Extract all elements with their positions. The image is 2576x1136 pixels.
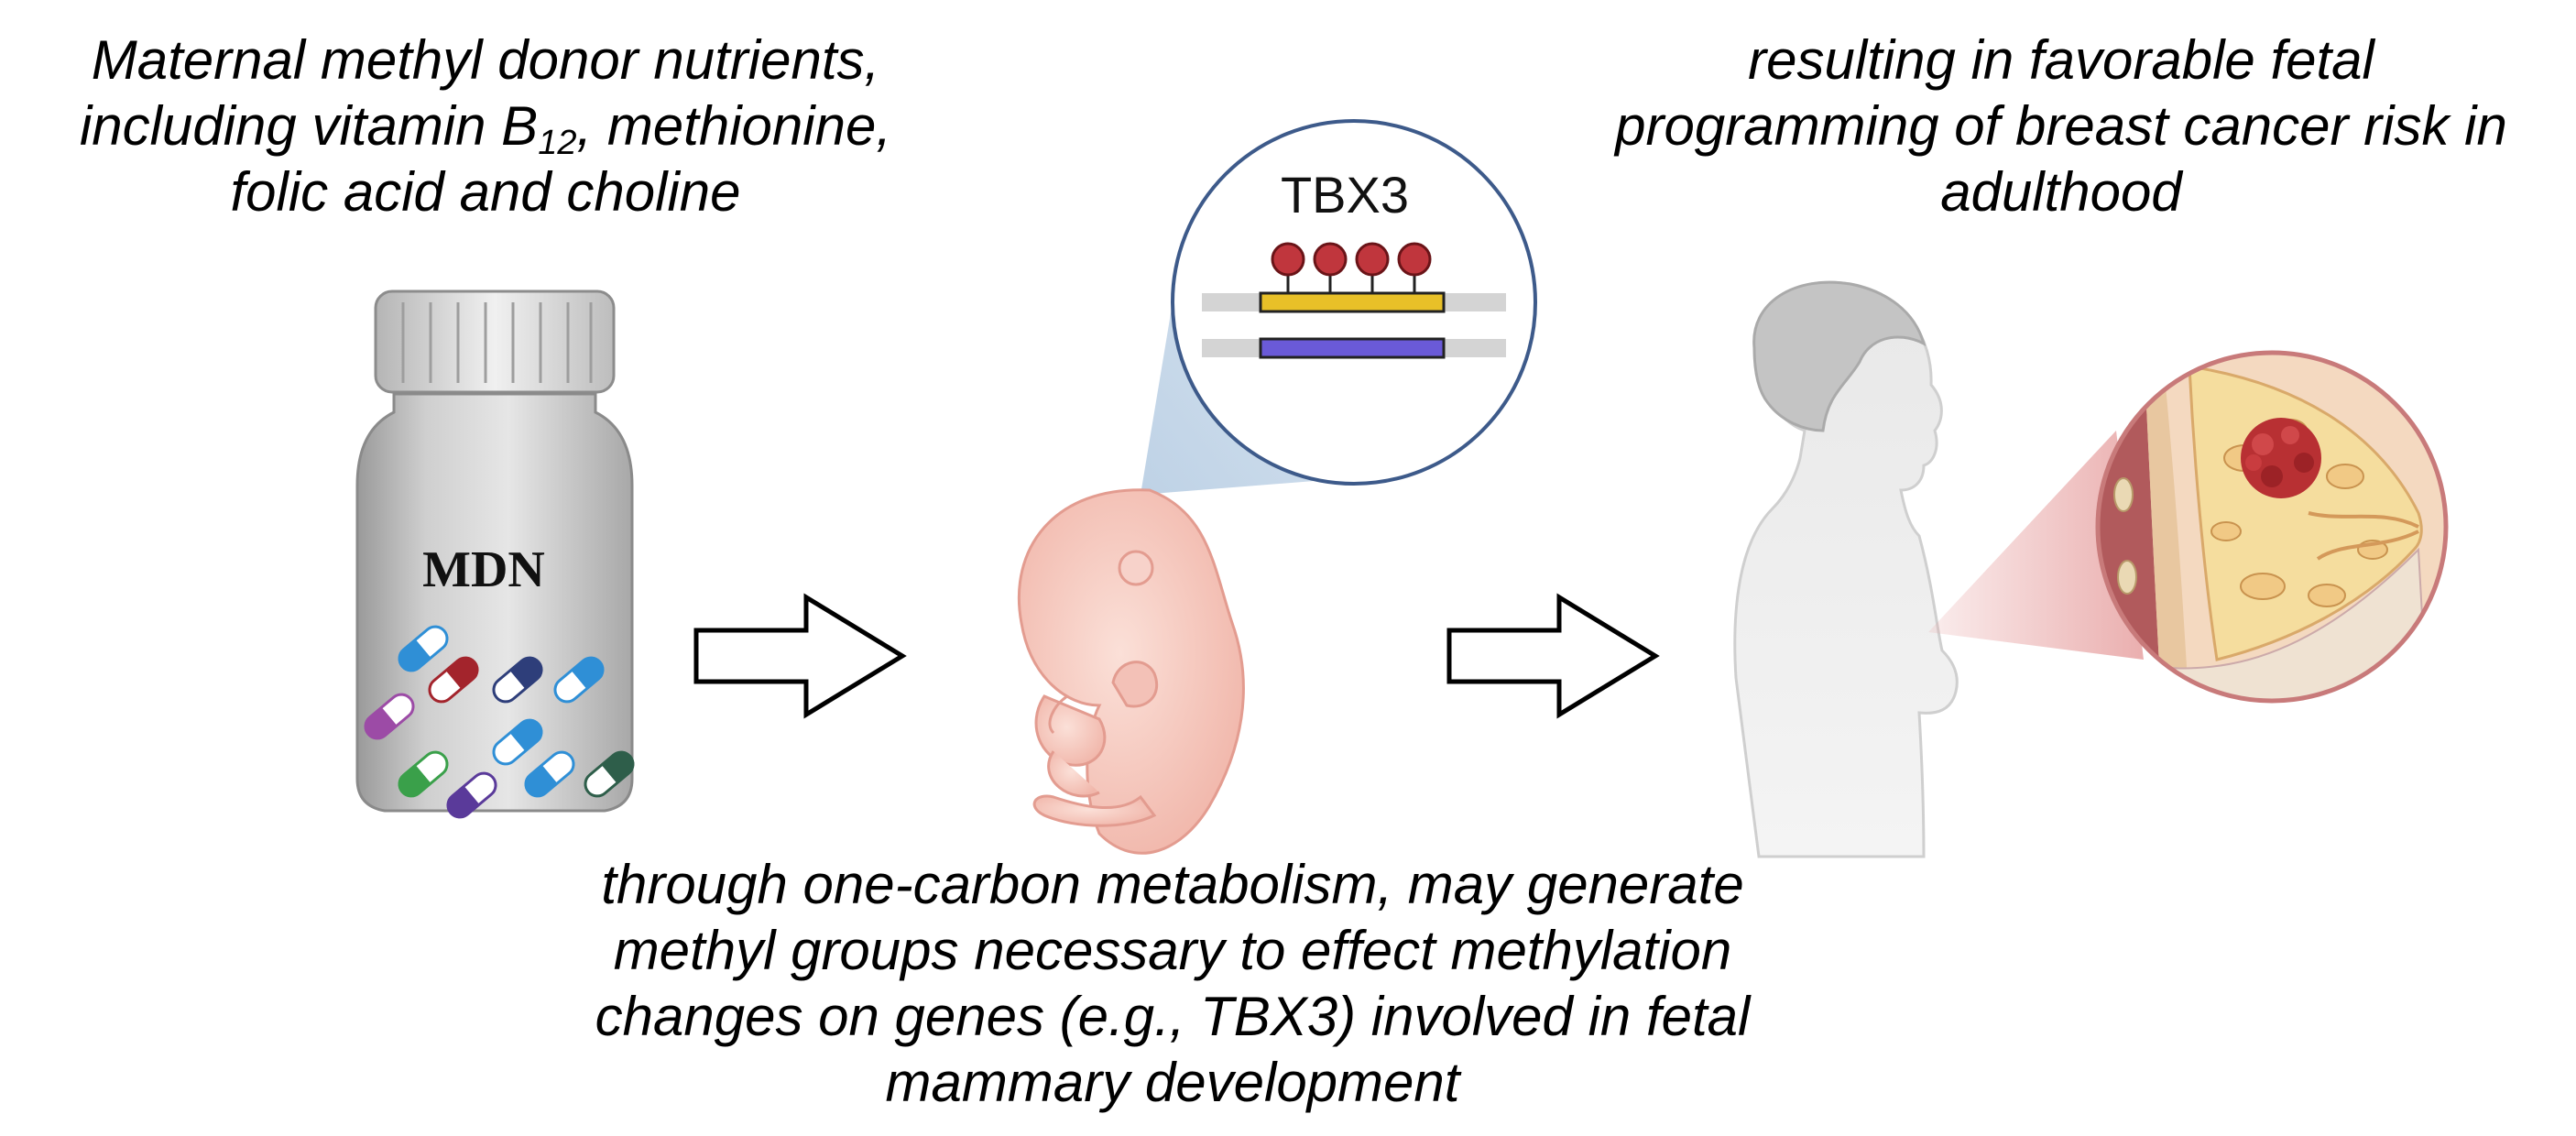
breast-inset-border (2095, 350, 2449, 704)
caption-right-line-1: resulting in favorable fetal (1748, 29, 2374, 91)
caption-bottom-line-3: changes on genes (e.g., TBX3) involved i… (595, 986, 1751, 1047)
methyl-marks (1271, 242, 1432, 293)
capsule-icon (584, 750, 635, 798)
methylated-gene-segment (1259, 291, 1446, 313)
gene-methylation-inset: TBX3 (1171, 119, 1537, 486)
bottle-label: MDN (422, 541, 545, 598)
caption-left-line-1: Maternal methyl donor nutrients, (91, 29, 880, 91)
caption-bottom-line-2: methyl groups necessary to effect methyl… (613, 920, 1732, 981)
tumor-icon (2241, 418, 2321, 498)
breast-tissue-inset (2098, 353, 2446, 701)
caption-left-line-3: folic acid and choline (230, 161, 741, 223)
capsule-icon (398, 750, 449, 798)
capsules (364, 625, 635, 819)
gene-label: TBX3 (1281, 166, 1409, 224)
arrow-right-icon (1446, 593, 1660, 719)
capsule-icon (524, 750, 575, 798)
capsule-icon (553, 656, 605, 704)
pill-bottle-icon: MDN (355, 289, 634, 813)
capsule-icon (492, 718, 543, 766)
caption-right-line-3: adulthood (1940, 161, 2182, 223)
arrow-right-icon (693, 593, 907, 719)
caption-maternal-nutrients: Maternal methyl donor nutrients, includi… (9, 27, 962, 225)
capsule-icon (446, 771, 497, 819)
caption-bottom-line-1: through one-carbon metabolism, may gener… (601, 854, 1744, 915)
caption-one-carbon-metabolism: through one-carbon metabolism, may gener… (495, 852, 1850, 1116)
breast-callout-wedge (1928, 431, 2144, 660)
caption-bottom-line-4: mammary development (885, 1052, 1460, 1113)
unmethylated-gene-segment (1259, 337, 1446, 359)
capsule-icon (398, 625, 449, 672)
fetus-icon (1017, 488, 1245, 855)
woman-silhouette-icon (1733, 280, 1959, 858)
subscript-12: 12 (538, 124, 577, 162)
capsule-icon (492, 656, 543, 704)
caption-fetal-programming: resulting in favorable fetal programming… (1557, 27, 2565, 225)
caption-left-line-2: including vitamin B12, methionine, (79, 95, 892, 162)
caption-right-line-2: programming of breast cancer risk in (1615, 95, 2507, 157)
capsule-icon (428, 656, 479, 704)
capsule-icon (364, 693, 415, 740)
